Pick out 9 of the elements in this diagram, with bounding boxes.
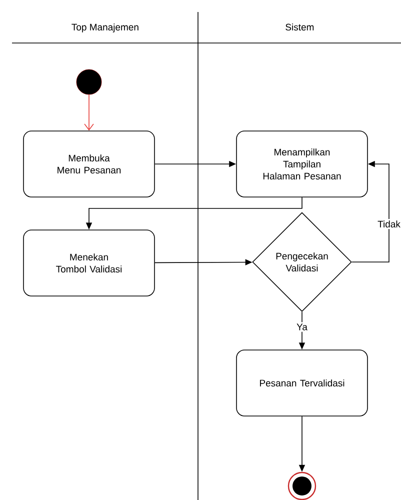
end-node	[288, 472, 316, 500]
start-node	[76, 69, 102, 95]
activity-box: Membuka Menu Pesanan	[23, 130, 155, 198]
activity-box: Menampilkan Tampilan Halaman Pesanan	[236, 130, 368, 198]
edge-label: Ya	[295, 322, 309, 332]
arrow	[84, 94, 94, 131]
edge-label: Tidak	[376, 219, 401, 229]
activity-box: Pesanan Tervalidasi	[236, 350, 368, 416]
activity-box: Menekan Tombol Validasi	[23, 230, 155, 296]
